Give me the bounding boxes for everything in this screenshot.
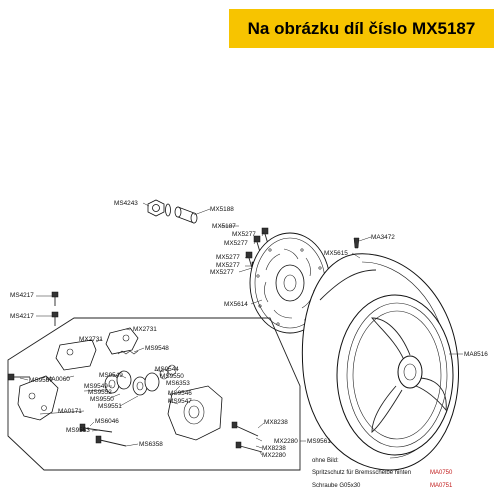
label-mx2280-a: MX2280 [274, 438, 298, 445]
label-ms9546: MS9546 [168, 390, 192, 397]
label-mx5188: MX5188 [210, 206, 234, 213]
label-ms4217-lower: MS4217 [10, 313, 34, 320]
label-mx8238-a: MX8238 [264, 419, 288, 426]
label-ms9548: MS9548 [145, 345, 169, 352]
rear-wheel-ma8516 [301, 237, 459, 471]
notes-heading: ohne Bild: [312, 458, 339, 464]
label-ms9553: MS9553 [66, 427, 90, 434]
label-mx5277-c: MX5277 [216, 254, 240, 261]
label-ms9544: MS9544 [155, 366, 179, 373]
label-mx2731-b: MX2731 [133, 326, 157, 333]
label-mx5187: MX5187 [212, 223, 236, 230]
note-item-2-text: Schraube G05x30 [312, 483, 361, 489]
parts-without-image-notes: ohne Bild: Spritzschutz für Bremsscheibe… [312, 458, 453, 489]
bolt-ms4217-upper [51, 291, 59, 306]
label-ms9551: MS9551 [98, 403, 122, 410]
pad-spring-ms9548 [117, 350, 139, 355]
leader-lines [19, 202, 463, 456]
caliper-group-frame [7, 317, 301, 471]
label-ms9561: MS9561 [307, 438, 331, 445]
label-ma3472: MA3472 [371, 234, 395, 241]
bleed-screw-mx8238 [231, 421, 259, 437]
caliper-bracket-ma0171 [17, 375, 59, 421]
label-ms9557: MS9557 [29, 377, 53, 384]
caliper-body-ms9546 [167, 385, 223, 441]
label-mx5277-a: MX5277 [232, 231, 256, 238]
screw-mx2280 [235, 441, 263, 453]
label-ms9549-a: MS9549 [99, 372, 123, 379]
caliper-pistons [104, 370, 160, 396]
label-ma8516: MA8516 [464, 351, 488, 358]
nut-ms4243 [147, 199, 165, 217]
label-ma0171: MA0171 [58, 408, 82, 415]
bolt-ms4217-lower [51, 311, 59, 326]
label-ms9552: MS9552 [88, 389, 112, 396]
note-item-1-text: Spritzschutz für Bremsscheibe hinten [312, 470, 411, 476]
label-mx5277-e: MX5277 [210, 269, 234, 276]
label-mx5615: MX5615 [324, 250, 348, 257]
label-mx5614: MX5614 [224, 301, 248, 308]
note-item-2-code: MA0751 [430, 483, 453, 489]
banner-title: Na obrázku díl číslo MX5187 [247, 19, 476, 38]
label-mx2280-b: MX2280 [262, 452, 286, 459]
bolt-ms9557 [7, 373, 30, 381]
note-item-1-code: MA0750 [430, 470, 453, 476]
label-ma0060: MA0060 [46, 376, 70, 383]
part-labels: MS4243 MX5188 MX5187 MX5277 MX5277 MX527… [10, 200, 488, 459]
label-ms6046: MS6046 [95, 418, 119, 425]
washer [165, 203, 171, 217]
label-mx5277-d: MX5277 [216, 262, 240, 269]
label-ms4243: MS4243 [114, 200, 138, 207]
part-number-banner: Na obrázku díl číslo MX5187 [229, 9, 494, 48]
piston-seals [159, 364, 177, 380]
label-mx8238-b: MX8238 [262, 445, 286, 452]
brake-pads-mx2731 [55, 327, 139, 371]
label-ms9550-b: MS9550 [90, 396, 114, 403]
spacer-mx5188 [174, 206, 198, 224]
label-ms4217-upper: MS4217 [10, 292, 34, 299]
screw-ms6358 [95, 435, 127, 447]
label-mx2731-a: MX2731 [79, 336, 103, 343]
label-ms6353: MS6353 [166, 380, 190, 387]
label-ms9547: MS9547 [168, 398, 192, 405]
label-ms9549-b: MS9549 [84, 383, 108, 390]
label-ms9550-a: MS9550 [160, 373, 184, 380]
label-ms6358: MS6358 [139, 441, 163, 448]
label-mx5277-b: MX5277 [224, 240, 248, 247]
